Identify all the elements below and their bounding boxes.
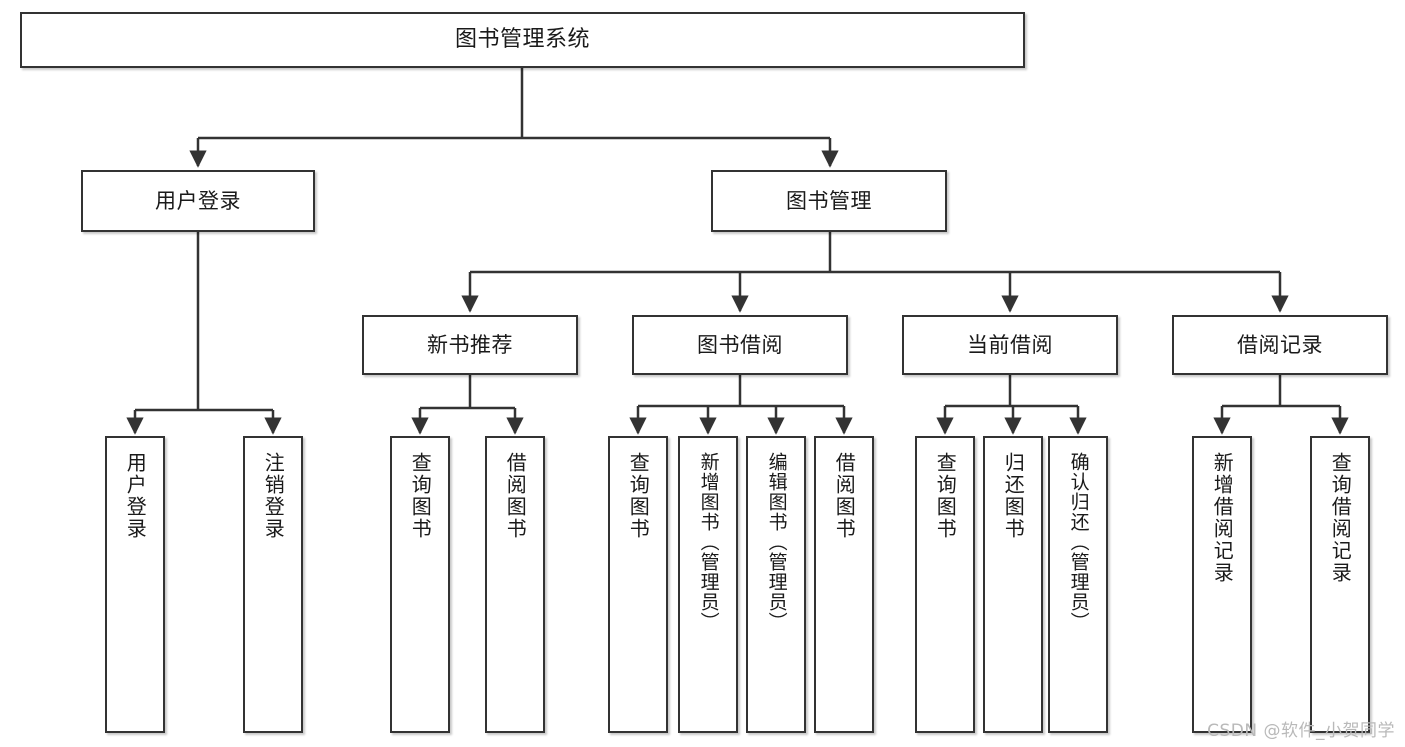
leaf-book-borrow-edit-book-admin[interactable]: 编辑图书（管理员） bbox=[746, 436, 806, 733]
node-label: 图书借阅 bbox=[697, 332, 783, 357]
node-label: 确认归还（管理员） bbox=[1067, 452, 1090, 632]
leaf-current-borrow-confirm-return-admin[interactable]: 确认归还（管理员） bbox=[1048, 436, 1108, 733]
node-label: 归还图书 bbox=[1001, 452, 1026, 540]
leaf-user-login-logout[interactable]: 注销登录 bbox=[243, 436, 303, 733]
leaf-new-book-borrow-books[interactable]: 借阅图书 bbox=[485, 436, 545, 733]
node-label: 查询图书 bbox=[933, 452, 958, 540]
node-label: 查询图书 bbox=[408, 452, 433, 540]
node-label: 新增借阅记录 bbox=[1210, 452, 1235, 584]
node-label: 当前借阅 bbox=[967, 332, 1053, 357]
node-label: 新增图书（管理员） bbox=[697, 452, 720, 632]
node-label: 注销登录 bbox=[261, 452, 286, 540]
leaf-new-book-query-books[interactable]: 查询图书 bbox=[390, 436, 450, 733]
node-label: 查询借阅记录 bbox=[1328, 452, 1353, 584]
node-label: 借阅记录 bbox=[1237, 332, 1323, 357]
leaf-current-borrow-return-books[interactable]: 归还图书 bbox=[983, 436, 1043, 733]
node-new-book-recommendation[interactable]: 新书推荐 bbox=[362, 315, 578, 375]
node-label: 图书管理 bbox=[786, 188, 872, 213]
node-label: 图书管理系统 bbox=[454, 27, 590, 53]
leaf-book-borrow-borrow-books[interactable]: 借阅图书 bbox=[814, 436, 874, 733]
node-label: 借阅图书 bbox=[503, 452, 528, 540]
node-book-management[interactable]: 图书管理 bbox=[711, 170, 947, 232]
node-label: 查询图书 bbox=[626, 452, 651, 540]
node-book-borrowing[interactable]: 图书借阅 bbox=[632, 315, 848, 375]
node-label: 编辑图书（管理员） bbox=[765, 452, 788, 632]
node-current-borrowing[interactable]: 当前借阅 bbox=[902, 315, 1118, 375]
node-label: 借阅图书 bbox=[832, 452, 857, 540]
node-label: 用户登录 bbox=[155, 188, 241, 213]
node-root-book-management-system[interactable]: 图书管理系统 bbox=[20, 12, 1025, 68]
node-borrowing-records[interactable]: 借阅记录 bbox=[1172, 315, 1388, 375]
leaf-book-borrow-query-books[interactable]: 查询图书 bbox=[608, 436, 668, 733]
leaf-current-borrow-query-books[interactable]: 查询图书 bbox=[915, 436, 975, 733]
node-user-login[interactable]: 用户登录 bbox=[81, 170, 315, 232]
leaf-borrow-record-query-record[interactable]: 查询借阅记录 bbox=[1310, 436, 1370, 733]
node-label: 新书推荐 bbox=[427, 332, 513, 357]
leaf-book-borrow-add-book-admin[interactable]: 新增图书（管理员） bbox=[678, 436, 738, 733]
leaf-user-login-login[interactable]: 用户登录 bbox=[105, 436, 165, 733]
leaf-borrow-record-add-record[interactable]: 新增借阅记录 bbox=[1192, 436, 1252, 733]
watermark-text: CSDN @软件_小贺同学 bbox=[1207, 721, 1395, 741]
node-label: 用户登录 bbox=[123, 452, 148, 540]
